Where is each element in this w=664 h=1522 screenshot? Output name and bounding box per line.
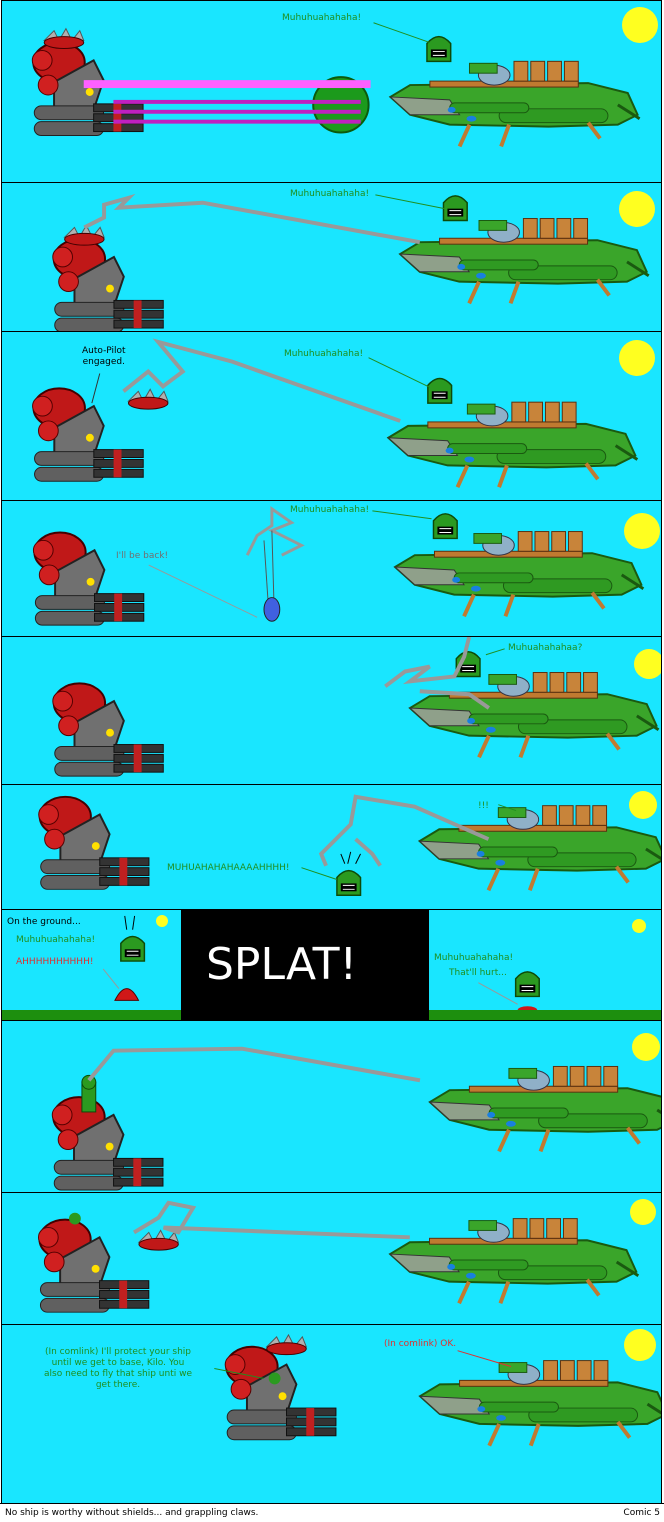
sun [156, 915, 168, 927]
panel-5-art [51, 637, 661, 778]
speech-text: Muhuahahahaa? [508, 643, 583, 653]
sun [622, 7, 658, 43]
speech-text: Muhuhuahahaha! [434, 953, 514, 963]
sun [634, 649, 661, 679]
panel-4-art [32, 506, 646, 627]
speech-text: (In comlink) OK. [384, 1339, 457, 1349]
sun [630, 1199, 656, 1225]
panel-3-art [31, 338, 640, 490]
caption-text: On the ground... [7, 917, 81, 927]
footer-caption: No ship is worthy without shields... and… [5, 1508, 259, 1518]
comic-number: Comic 5 [623, 1508, 660, 1518]
speech-text: Auto-Pilot engaged. [82, 346, 126, 367]
speech-text: AHHHHHHHHHH! [16, 957, 94, 967]
panel-10: (In comlink) I'll protect your ship unti… [1, 1324, 662, 1504]
sun [632, 919, 646, 933]
panel-4: Muhuhuahahaha! I'll be back! [1, 500, 662, 637]
panel-7: On the ground... Muhuhuahahaha! AHHHHHHH… [1, 909, 662, 1021]
speech-text: That'll hurt... [449, 968, 507, 978]
footer-bar: No ship is worthy without shields... and… [0, 1503, 664, 1522]
panel-6-art [37, 794, 661, 896]
speech-text: Muhuhuahahaha! [290, 189, 370, 199]
speech-text: !!! [478, 801, 489, 811]
panel-10-art [214, 1334, 661, 1448]
splat-panel [181, 910, 429, 1020]
sun [619, 191, 655, 227]
panel-8 [1, 1020, 662, 1193]
sun [624, 1329, 656, 1361]
speech-text: Muhuhuahahaha! [284, 349, 364, 359]
panel-5: Muhuahahahaa? [1, 636, 662, 785]
speech-text: Muhuhuahahaha! [290, 505, 370, 515]
panel-2: Muhuhuahahaha! [1, 182, 662, 332]
speech-text: (In comlink) I'll protect your ship unti… [44, 1347, 192, 1390]
speech-text: Muhuhuahahaha! [282, 13, 362, 23]
sun [619, 340, 655, 376]
panel-1-art [31, 22, 642, 149]
speech-text: Muhuhuahahaha! [16, 935, 96, 945]
panel-6: !!! MUHUAHAHAHAAAAHHHH! [1, 784, 662, 910]
panel-3: Auto-Pilot engaged. Muhuhuahahaha! [1, 331, 662, 501]
speech-text: I'll be back! [116, 551, 169, 561]
splat-text: SPLAT! [206, 939, 358, 990]
panel-1: Muhuhuahahaha! [1, 0, 662, 183]
sun [629, 791, 657, 819]
panel-8-art [51, 1046, 661, 1192]
panel-9 [1, 1192, 662, 1325]
panel-9-art [37, 1200, 641, 1314]
sun [624, 513, 660, 549]
speech-text: MUHUAHAHAHAAAAHHHH! [167, 863, 290, 873]
panel-2-art [51, 193, 651, 331]
sun [632, 1033, 660, 1061]
